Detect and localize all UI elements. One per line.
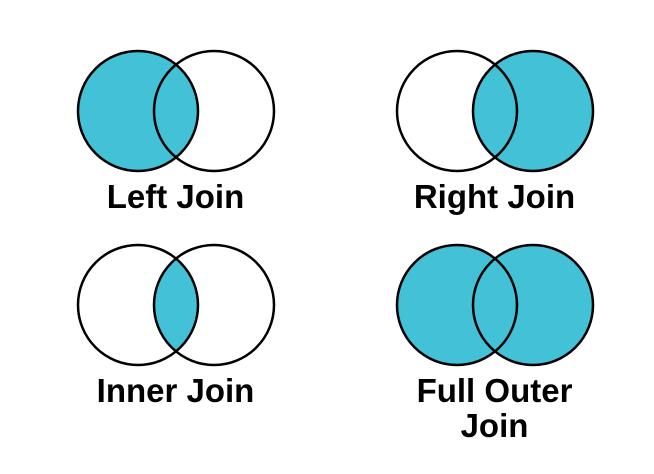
right-circle-fill	[472, 51, 593, 171]
venn-label-left-join: Left Join	[106, 178, 245, 215]
right-circle-outline	[471, 243, 594, 367]
venn-block-left-join: Left Join	[16, 46, 335, 215]
venn-grid: Left Join Right Join	[16, 46, 654, 444]
venn-diagram-inner-join	[76, 243, 275, 367]
left-circle-outline	[395, 243, 518, 367]
right-circle-fill	[472, 244, 593, 365]
left-circle-fill	[77, 51, 198, 171]
venn-block-inner-join: Inner Join	[16, 240, 335, 444]
venn-diagram-right-join	[395, 49, 594, 173]
left-circle-outline	[76, 49, 199, 173]
venn-label-right-join: Right Join	[413, 178, 576, 215]
right-circle-outline	[471, 49, 594, 173]
venn-diagram-full-outer-join	[395, 243, 594, 367]
left-circle-outline	[76, 243, 199, 367]
right-circle-outline	[152, 243, 275, 367]
venn-label-inner-join: Inner Join	[96, 371, 255, 409]
right-circle-outline	[152, 49, 275, 173]
intersection-fill	[153, 244, 198, 365]
venn-block-full-outer-join: Full Outer Join	[335, 240, 654, 444]
venn-block-right-join: Right Join	[335, 46, 654, 215]
left-circle-outline	[395, 49, 518, 173]
venn-diagram-left-join	[76, 49, 275, 173]
venn-label-full-outer-join: Full Outer Join	[416, 371, 573, 444]
